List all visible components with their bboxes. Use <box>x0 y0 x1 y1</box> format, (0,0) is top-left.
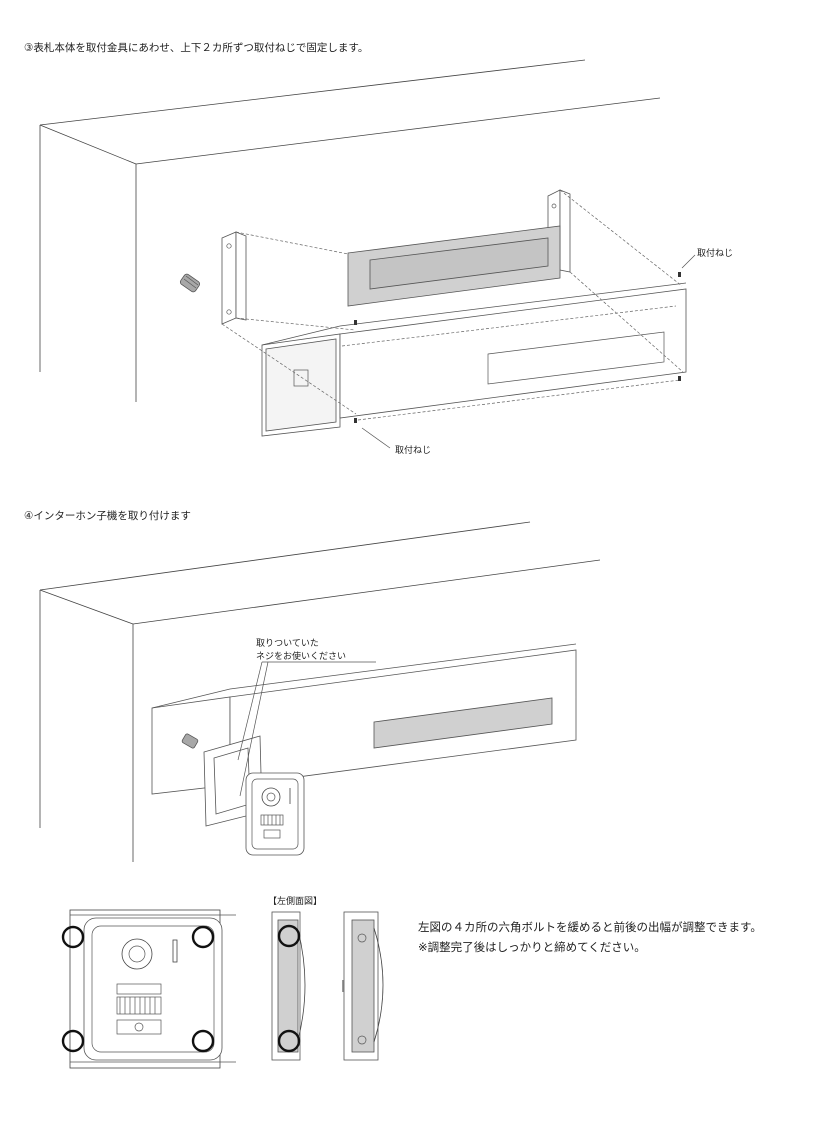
callout-screw-bottom: 取付ねじ <box>395 446 432 456</box>
callout-existing-screw-line1: 取りついていた <box>256 639 319 649</box>
side-view-label: 【左側面図】 <box>268 897 323 907</box>
alignment-guides-step3 <box>221 189 684 421</box>
mounting-bracket-left <box>221 231 247 325</box>
anchor-bolt-step3 <box>179 273 201 293</box>
adjustment-note-line2: ※調整完了後はしっかりと締めてください。 <box>418 940 646 954</box>
wall-corner-step3 <box>39 59 661 402</box>
main-body-frame-step3 <box>261 282 687 437</box>
callout-screw-top: 取付ねじ <box>697 249 734 259</box>
front-view-unit <box>69 909 236 1069</box>
wall-corner-step4 <box>39 521 601 862</box>
callout-leaders-step3 <box>361 254 696 449</box>
step4-instruction: ④インターホン子機を取り付けます <box>24 510 191 522</box>
side-view-extended <box>343 911 384 1061</box>
screw-marks-step3 <box>354 272 681 423</box>
callout-existing-screw-line2: ネジをお使いください <box>256 652 347 662</box>
callout-leaders-step4 <box>237 661 376 797</box>
hex-bolt-highlights <box>61 925 215 1053</box>
intercom-outdoor-unit <box>245 772 305 856</box>
step3-instruction: ③表札本体を取付金具にあわせ、上下２カ所ずつ取付ねじで固定します。 <box>24 42 369 54</box>
nameplate-panel <box>347 225 561 307</box>
side-view-retracted <box>271 911 306 1061</box>
adjustment-note-line1: 左図の４カ所の六角ボルトを緩めると前後の出幅が調整できます。 <box>418 920 762 934</box>
